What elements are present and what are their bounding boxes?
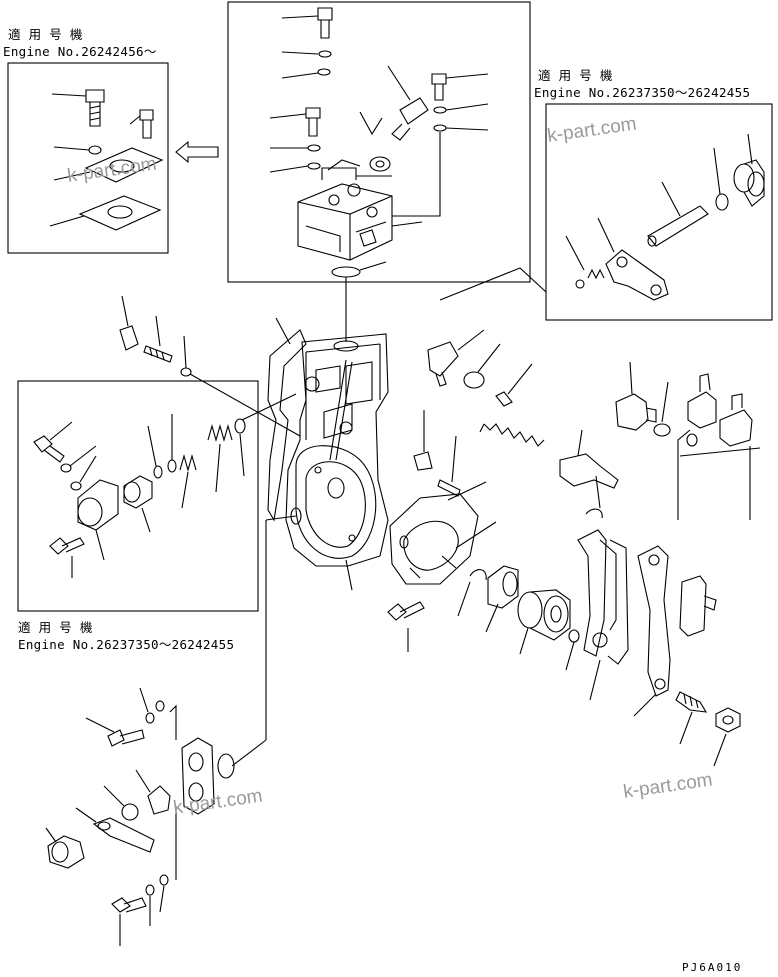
applicability-label-left: 適 用 号 機 [18, 620, 93, 635]
housing-top-parts [119, 295, 301, 437]
bottom-left-parts [45, 515, 297, 946]
left-inset-parts [33, 393, 297, 578]
inset-frame-top-left [7, 62, 169, 254]
engine-serial-top-right: Engine No.26237350～26242455 [534, 85, 751, 100]
right-parts [387, 329, 741, 767]
applicability-label-top-right: 適 用 号 機 [538, 68, 613, 83]
governor-housing-icon [267, 317, 389, 591]
applicability-label-top-left: 適 用 号 機 [8, 27, 83, 42]
top-center-inset-parts [269, 7, 489, 342]
inset-frame-top-center [227, 1, 531, 283]
inset-frame-top-right [545, 103, 773, 321]
arrow-left-icon [175, 140, 219, 164]
top-left-inset-parts [49, 89, 164, 231]
engine-serial-left: Engine No.26237350～26242455 [18, 637, 235, 652]
inset-frame-left [17, 380, 259, 612]
engine-serial-top-left: Engine No.26242456～ [3, 44, 157, 59]
drawing-code: PJ6A010 [682, 961, 743, 974]
top-right-inset-parts [439, 133, 765, 301]
top-right-side-parts [615, 361, 761, 520]
